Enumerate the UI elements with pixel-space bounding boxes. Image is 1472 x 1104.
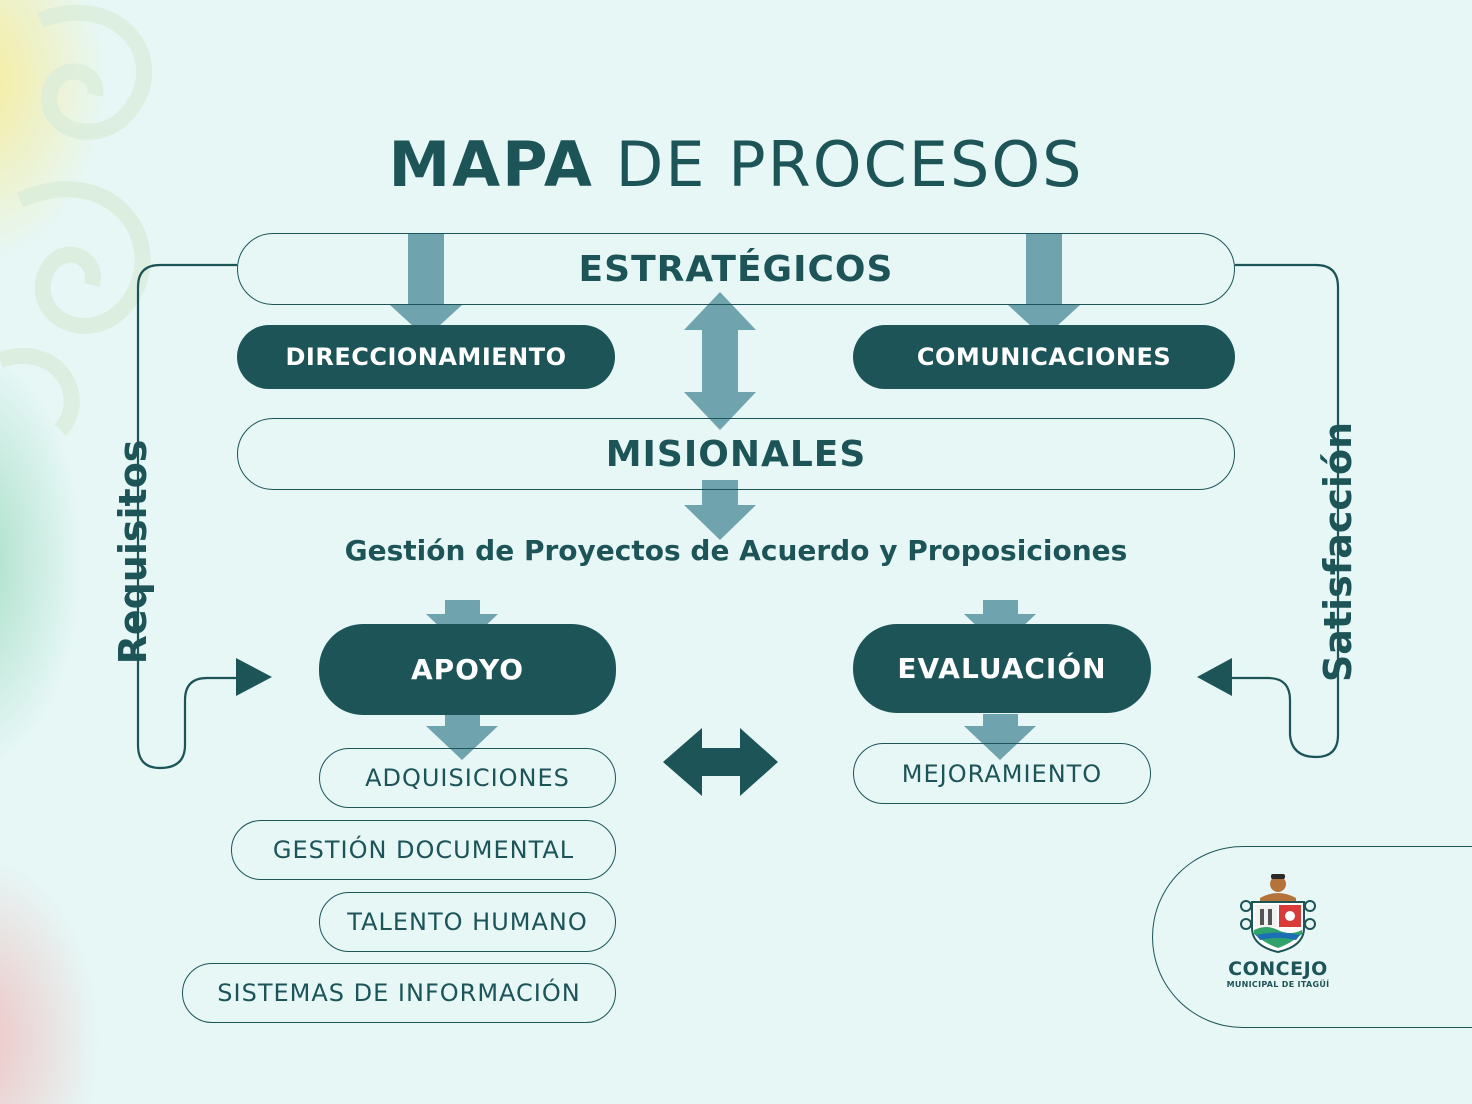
down-arrow-missional	[684, 480, 756, 540]
satisfaccion-label: Satisfacción	[1316, 421, 1360, 683]
support-item-sistemas-informacion: SISTEMAS DE INFORMACIÓN	[182, 963, 616, 1023]
title-rest: DE PROCESOS	[615, 128, 1084, 201]
support-item-talento-humano: TALENTO HUMANO	[319, 892, 616, 952]
support-item-label: GESTIÓN DOCUMENTAL	[272, 836, 575, 864]
double-horizontal-arrow	[663, 728, 778, 796]
support-item-label: TALENTO HUMANO	[347, 908, 588, 936]
requisitos-loop-line	[136, 263, 242, 770]
apoyo-box: APOYO	[319, 624, 616, 715]
down-arrow-mejoramiento	[964, 714, 1036, 760]
support-item-gestion-documental: GESTIÓN DOCUMENTAL	[231, 820, 616, 880]
double-vertical-arrow	[684, 292, 756, 430]
band-estrategicos: ESTRATÉGICOS	[237, 233, 1235, 305]
evaluation-item-mejoramiento: MEJORAMIENTO	[853, 743, 1151, 804]
apoyo-label: APOYO	[410, 653, 525, 686]
decorative-swirls	[0, 4, 153, 436]
logo-name: CONCEJO	[1228, 958, 1328, 980]
satisfaccion-loop-line	[1232, 263, 1340, 759]
process-comunicaciones: COMUNICACIONES	[853, 325, 1235, 389]
band-misionales-label: MISIONALES	[605, 433, 867, 475]
title-bold: MAPA	[388, 128, 594, 201]
concejo-emblem-icon	[1240, 874, 1316, 954]
support-item-adquisiciones: ADQUISICIONES	[319, 748, 616, 808]
logo-subtitle: MUNICIPAL DE ITAGÜÍ	[1226, 980, 1330, 989]
logo-card	[1152, 846, 1472, 1028]
evaluation-item-label: MEJORAMIENTO	[901, 759, 1103, 788]
requisitos-label: Requisitos	[111, 439, 155, 665]
satisfaccion-arrowhead	[1197, 658, 1232, 696]
process-direccionamiento: DIRECCIONAMIENTO	[237, 325, 615, 389]
band-misionales: MISIONALES	[237, 418, 1235, 490]
evaluacion-label: EVALUACIÓN	[897, 652, 1107, 685]
process-comunicaciones-label: COMUNICACIONES	[916, 343, 1172, 371]
process-direccionamiento-label: DIRECCIONAMIENTO	[285, 343, 567, 371]
evaluacion-box: EVALUACIÓN	[853, 624, 1151, 713]
support-item-label: SISTEMAS DE INFORMACIÓN	[217, 979, 581, 1007]
band-estrategicos-label: ESTRATÉGICOS	[578, 248, 894, 290]
down-arrow-adquisiciones	[426, 714, 498, 760]
missional-process-title: Gestión de Proyectos de Acuerdo y Propos…	[344, 534, 1128, 567]
support-item-label: ADQUISICIONES	[365, 764, 570, 792]
page-title: MAPA DE PROCESOS	[0, 128, 1472, 201]
requisitos-arrowhead	[236, 658, 272, 696]
